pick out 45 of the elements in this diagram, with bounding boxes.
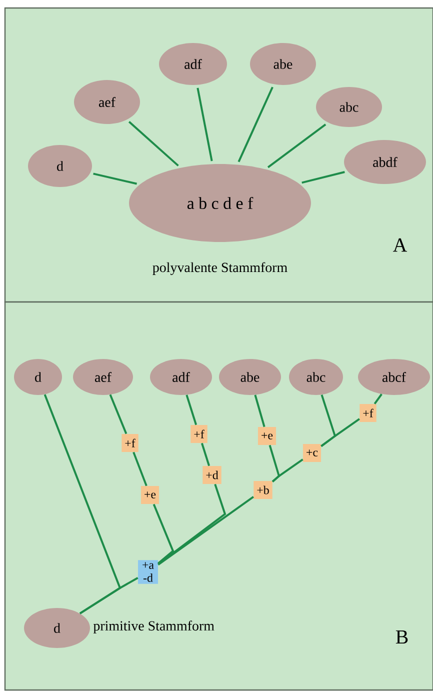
branch-line: [200, 442, 210, 466]
branch-line: [272, 458, 304, 482]
ellipse-node: aef: [74, 80, 140, 124]
ellipse-node: abe: [219, 359, 281, 395]
label-box: +d: [202, 466, 222, 484]
label-box: +f: [360, 404, 376, 422]
node-label: polyvalente Stammform: [152, 262, 288, 276]
ellipse-node: d: [28, 145, 92, 187]
ellipse-node: abc: [289, 359, 343, 395]
ellipse-node: adf: [159, 43, 227, 85]
branch-line: [158, 496, 254, 566]
panel-letter: B: [396, 630, 408, 644]
label-box: +b: [254, 481, 272, 499]
branch-line: [109, 394, 128, 434]
label-box: +c: [302, 444, 322, 462]
branch-line: [254, 394, 266, 428]
label-box: +a -d: [138, 560, 158, 584]
ellipse-node: adf: [150, 359, 212, 395]
ellipse-node: abe: [250, 43, 316, 85]
ellipse-node: abcf: [358, 359, 430, 395]
label-box: +f: [122, 434, 138, 452]
branch-line: [79, 576, 138, 614]
branch-line: [186, 394, 198, 426]
ellipse-node: aef: [73, 359, 133, 395]
branch-line: [374, 394, 382, 404]
connector-line: [93, 172, 137, 185]
label-box: +e: [258, 427, 276, 445]
branch-line: [158, 484, 226, 566]
label-box: +f: [190, 425, 208, 443]
connector-line: [238, 86, 274, 162]
connector-line: [267, 124, 326, 168]
label-box: +e: [140, 486, 160, 504]
branch-line: [320, 418, 360, 447]
panel-letter: A: [393, 238, 408, 252]
ellipse-node: abc: [316, 87, 382, 127]
ellipse-node: d: [14, 359, 62, 395]
node-label: primitive Stammform: [93, 620, 214, 634]
ellipse-node: a b c d e f: [129, 164, 311, 242]
ellipse-node: d: [24, 608, 90, 648]
ellipse-node: abdf: [344, 140, 426, 184]
connector-line: [128, 121, 179, 166]
branch-line: [132, 452, 148, 486]
connector-line: [196, 88, 213, 162]
connector-line: [302, 171, 345, 184]
branch-line: [152, 504, 174, 564]
